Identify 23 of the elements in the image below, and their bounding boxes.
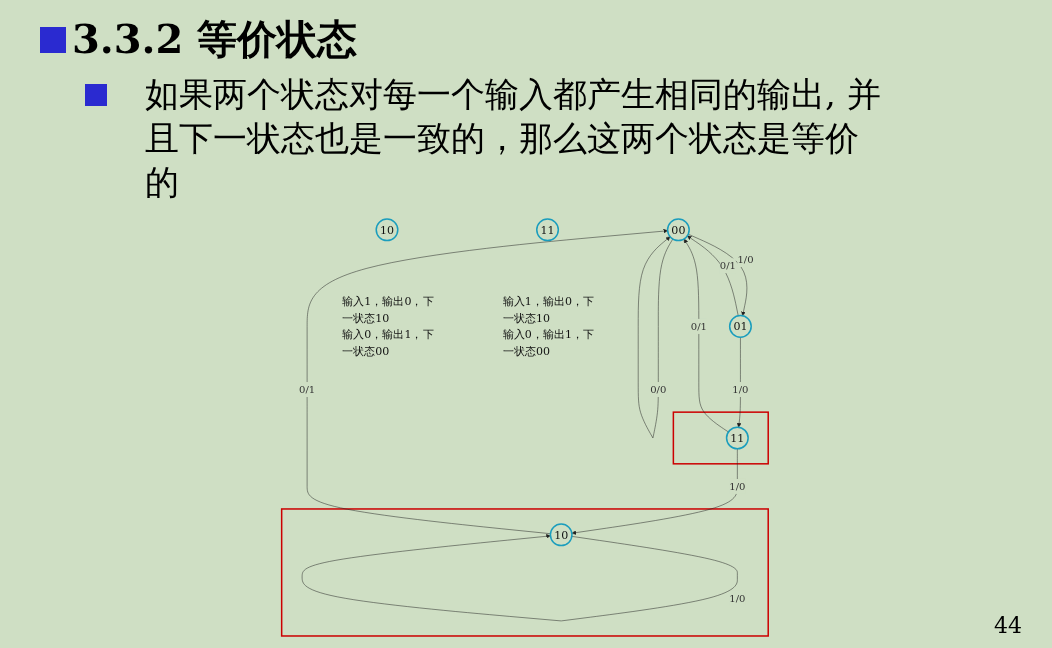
edge-label: 0/1: [299, 383, 316, 396]
edge-label: 0/1: [690, 320, 707, 333]
title: 3.3.2 等价状态: [72, 15, 358, 62]
node-label: 输入1，输出0，下一状态10: [342, 295, 434, 325]
node-circle: 01: [728, 314, 753, 338]
node-circle: 11: [536, 218, 560, 242]
cluster: [281, 508, 769, 637]
edge-label: 0/1: [719, 259, 737, 272]
node-circle: 10: [549, 523, 573, 547]
edge-label: 0/0: [650, 383, 667, 396]
paragraph: 如果两个状态对每一个输入都产生相同的输出, 并且下一状态也是一致的，那么这两个状态是等价的: [145, 73, 882, 204]
edge-label: 1/0: [729, 592, 746, 605]
node-label: 输入1，输出0，下一状态10: [502, 295, 595, 325]
node-circle: 00: [666, 218, 690, 242]
page-number: 44: [994, 613, 1022, 638]
node-label: 输入0，输出1，下一状态00: [502, 328, 595, 358]
node-circle: 10: [375, 218, 399, 242]
edge-label: 1/0: [737, 253, 754, 266]
cluster: [672, 411, 769, 465]
edge-label: 1/0: [729, 480, 746, 493]
node-circle: 11: [725, 426, 749, 450]
node-label: 输入0，输出1，下一状态00: [342, 328, 434, 358]
edge-label: 1/0: [732, 383, 749, 396]
